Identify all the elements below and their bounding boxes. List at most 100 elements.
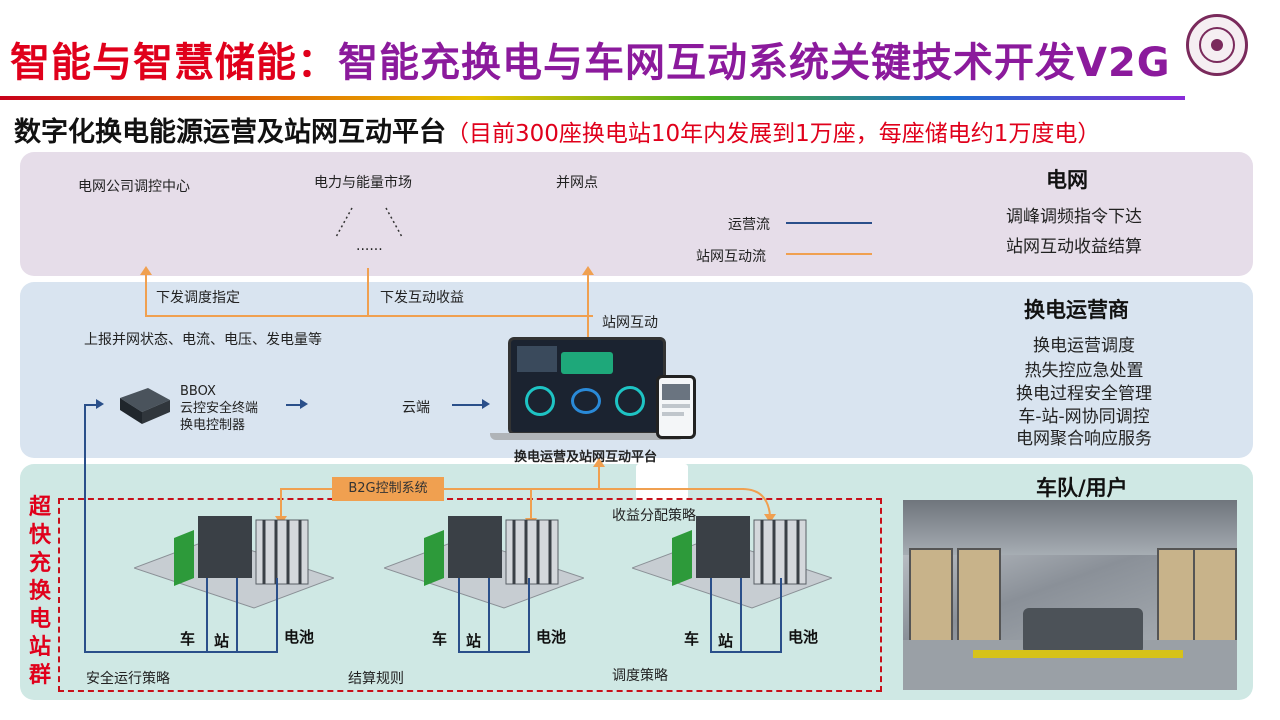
platform-phone-icon	[656, 375, 696, 439]
wire	[276, 578, 278, 652]
legend-v2g-line	[786, 253, 872, 255]
wire-bottom	[710, 651, 782, 653]
operator-item: 换电运营调度	[1033, 336, 1135, 356]
operator-item: 电网聚合响应服务	[1016, 429, 1152, 449]
legend-ops-line	[786, 222, 872, 224]
battery-label: 电池	[536, 628, 567, 646]
arrow-up-platform	[593, 458, 605, 467]
platform-laptop-screen	[508, 337, 666, 435]
b2g-curve-right	[741, 488, 776, 523]
swap-station-icon	[632, 516, 832, 609]
revenue-strategy-label: 收益分配策略	[612, 508, 696, 524]
vehicle-label: 车	[684, 630, 700, 648]
b2g-control-system: B2G控制系统	[332, 477, 444, 501]
grid-item: 调峰调频指令下达	[1006, 207, 1142, 227]
flow-bbox-cloud	[286, 404, 302, 406]
platform-laptop-base	[490, 433, 684, 440]
flow-dispatch-vertical	[145, 274, 147, 316]
swap-station-icon	[134, 516, 334, 609]
wire	[710, 578, 712, 652]
wire	[236, 578, 238, 652]
station-label: 站	[214, 632, 230, 650]
swap-station-photo	[903, 500, 1237, 690]
wire	[458, 578, 460, 652]
platform-label: 换电运营及站网互动平台	[514, 450, 658, 465]
page-title: 智能与智慧储能：智能充换电与车网互动系统关键技术开发V2G	[10, 30, 1171, 88]
battery-label: 电池	[788, 628, 819, 646]
b2g-line-up	[598, 466, 600, 489]
fleet-heading: 车队/用户	[1036, 476, 1128, 500]
flow-bbox-vertical	[84, 404, 86, 652]
cluster-char: 充	[28, 551, 51, 576]
subtitle-note: （目前300座换电站10年内发展到1万座，每座储电约1万度电）	[446, 121, 1101, 147]
rainbow-divider	[0, 96, 1185, 100]
b2g-line-left	[280, 488, 332, 490]
legend-v2g-label: 站网互动流	[696, 249, 766, 265]
battery-label: 电池	[284, 628, 315, 646]
arrow-right-bbox	[96, 399, 104, 409]
cluster-char: 群	[28, 663, 51, 688]
operator-item: 车-站-网协同调控	[1018, 407, 1150, 427]
node-grid-point: 并网点	[556, 175, 598, 191]
arrow-right-platform	[482, 399, 490, 409]
grid-heading: 电网	[1046, 168, 1088, 192]
vehicle-label: 车	[180, 630, 196, 648]
flow-revenue-vertical	[367, 268, 369, 316]
operator-heading: 换电运营商	[1024, 298, 1129, 322]
market-dotted-lines	[335, 207, 403, 238]
wire	[488, 578, 490, 652]
safety-strategy-label: 安全运行策略	[86, 671, 170, 687]
university-seal-icon	[1186, 14, 1248, 76]
bbox-line2: 换电控制器	[180, 418, 246, 433]
dispatch-strategy-label: 调度策略	[612, 668, 668, 684]
operator-item: 热失控应急处置	[1024, 361, 1144, 381]
cluster-char: 快	[28, 523, 51, 548]
wire	[780, 578, 782, 652]
flow-bbox-bottom	[84, 651, 108, 653]
settlement-rule-label: 结算规则	[348, 671, 404, 687]
wire	[528, 578, 530, 652]
station-cluster-frame	[58, 498, 882, 692]
arrow-right-cloud	[300, 399, 308, 409]
wire-bottom	[458, 651, 530, 653]
station-label: 站	[718, 632, 734, 650]
cluster-char: 超	[28, 495, 51, 520]
arrow-up-dispatch	[140, 266, 152, 275]
grid-item: 站网互动收益结算	[1006, 237, 1142, 257]
title-prefix: 智能与智慧储能：	[10, 40, 338, 86]
down-dispatch-label: 下发调度指定	[156, 290, 240, 306]
cluster-char: 换	[28, 579, 51, 604]
cluster-char: 电	[28, 607, 51, 632]
station-grid-label: 站网互动	[602, 315, 658, 331]
bbox-title: BBOX	[180, 384, 216, 399]
vehicle-label: 车	[432, 630, 448, 648]
cloud-label: 云端	[402, 400, 430, 416]
flow-bbox-in	[84, 404, 96, 406]
down-revenue-label: 下发互动收益	[380, 290, 464, 306]
bbox-label-block: BBOX 云控安全终端 换电控制器	[180, 383, 258, 434]
b2g-line-mid-down	[530, 488, 532, 520]
wire	[206, 578, 208, 652]
bbox-line1: 云控安全终端	[180, 401, 259, 416]
cluster-char: 站	[28, 635, 51, 660]
title-main: 智能充换电与车网互动系统关键技术开发V2G	[338, 40, 1171, 86]
flow-horizontal-main	[145, 315, 593, 317]
cluster-label: 超 快 充 换 电 站 群	[26, 494, 54, 690]
flow-cloud-platform	[452, 404, 482, 406]
wire-bottom	[108, 651, 278, 653]
node-dispatch-center: 电网公司调控中心	[78, 179, 190, 195]
legend-ops-label: 运营流	[728, 217, 770, 233]
blank-box	[636, 464, 688, 500]
station-label: 站	[466, 632, 482, 650]
grid-panel	[20, 152, 1253, 276]
flow-grid-vertical	[587, 274, 589, 338]
upload-status-label: 上报并网状态、电流、电压、发电量等	[84, 332, 322, 348]
node-energy-market: 电力与能量市场	[314, 175, 412, 191]
b2g-line-left-down	[280, 488, 282, 518]
subtitle: 数字化换电能源运营及站网互动平台（目前300座换电站10年内发展到1万座，每座储…	[14, 110, 1100, 149]
operator-item: 换电过程安全管理	[1016, 384, 1152, 404]
bbox-device-icon	[120, 388, 170, 424]
wire	[740, 578, 742, 652]
swap-station-icon	[384, 516, 584, 609]
subtitle-main: 数字化换电能源运营及站网互动平台	[14, 117, 446, 148]
